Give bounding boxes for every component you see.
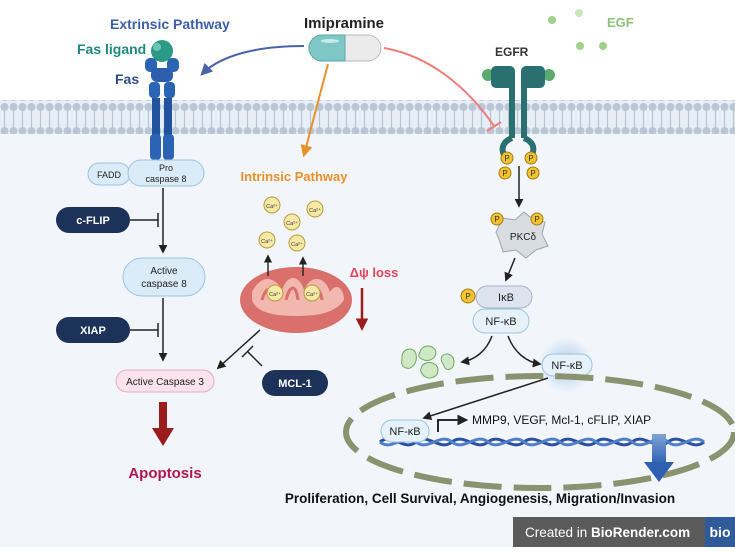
delta-psi-label: Δψ loss: [350, 265, 399, 280]
outcome-label: Proliferation, Cell Survival, Angiogenes…: [285, 491, 675, 506]
arrow-to-extrinsic: [200, 45, 305, 76]
pro-caspase8-box: [127, 159, 205, 187]
fas-receptor-icon: [145, 40, 179, 160]
svg-text:Ca²⁺: Ca²⁺: [309, 207, 321, 214]
cflip-box: [56, 207, 130, 233]
output-arrow: [644, 434, 674, 482]
svg-text:Ca²⁺: Ca²⁺: [291, 241, 303, 248]
nfkb-complex-box: [472, 308, 530, 334]
degraded-ikb-icon: [401, 345, 455, 379]
active-caspase3-box: [115, 369, 215, 393]
pro-caspase8-label-2: caspase 8: [145, 174, 186, 184]
ikb-phosphate: [460, 288, 476, 304]
intrinsic-pathway-title: Intrinsic Pathway: [241, 169, 349, 184]
free-nfkb-label: NF-κB: [551, 360, 582, 372]
egf-ligands: [548, 9, 607, 50]
pkc-phosphate-1: [490, 212, 504, 226]
arrow-mito-to-caspase3: [216, 329, 261, 370]
svg-text:Ca²⁺: Ca²⁺: [306, 291, 318, 298]
svg-text:Ca²⁺: Ca²⁺: [286, 220, 298, 227]
apoptosis-arrow: [152, 402, 174, 446]
arrow-to-intrinsic: [300, 63, 329, 158]
mcl1-label: MCL-1: [278, 378, 312, 390]
egf-label: EGF: [607, 15, 634, 30]
egfr-receptor-icon: [482, 66, 555, 160]
inhibit-egfr: [383, 47, 495, 127]
svg-text:P: P: [528, 154, 533, 163]
ikb-label: IκB: [498, 292, 514, 304]
imipramine-label: Imipramine: [304, 15, 384, 32]
active-caspase8-label-1: Active: [150, 266, 178, 277]
svg-text:Ca²⁺: Ca²⁺: [266, 203, 278, 210]
nucleus-envelope: [343, 373, 735, 491]
svg-text:P: P: [534, 215, 539, 224]
calcium-ions: Ca²⁺ Ca²⁺ Ca²⁺ Ca²⁺ Ca²⁺: [258, 196, 324, 252]
svg-text:Ca²⁺: Ca²⁺: [261, 238, 273, 245]
capsule-icon: [308, 34, 382, 62]
xiap-box: [56, 317, 130, 343]
mcl1-box: [262, 370, 328, 396]
pro-caspase8-label-1: Pro: [159, 163, 173, 173]
pkc-delta-label: PKCδ: [510, 232, 537, 243]
mcl1-inhibition: [247, 351, 263, 367]
arrow-to-free-nfkb: [507, 335, 542, 368]
active-caspase3-label: Active Caspase 3: [126, 377, 204, 388]
extrinsic-pathway-title: Extrinsic Pathway: [110, 16, 230, 32]
dna-helix-icon: [379, 437, 705, 447]
fas-label: Fas: [115, 71, 139, 87]
xiap-label: XIAP: [80, 325, 106, 337]
svg-text:P: P: [530, 169, 535, 178]
svg-text:Ca²⁺: Ca²⁺: [269, 291, 281, 298]
svg-text:P: P: [465, 292, 470, 301]
biorender-logo-icon: bio: [705, 517, 735, 547]
egfr-label: EGFR: [495, 45, 529, 59]
arrow-pkc-to-ikb: [504, 257, 516, 282]
cflip-label: c-FLIP: [76, 215, 110, 227]
nfkb-complex-label: NF-κB: [485, 316, 516, 328]
svg-text:P: P: [502, 169, 507, 178]
biorender-attribution[interactable]: Created in BioRender.com bio: [513, 517, 735, 547]
transcription-arrow: [437, 414, 469, 432]
active-caspase8-box: [122, 257, 206, 297]
apoptosis-label: Apoptosis: [128, 465, 201, 482]
svg-text:P: P: [494, 215, 499, 224]
cell-membrane: [0, 100, 735, 134]
pkc-phosphate-2: [530, 212, 544, 226]
nuclear-nfkb-box: [380, 419, 430, 443]
svg-text:P: P: [504, 154, 509, 163]
arrow-nfkb-to-nucleus: [422, 377, 549, 421]
arrow-to-degradation: [460, 335, 493, 366]
active-caspase8-label-2: caspase 8: [141, 279, 187, 290]
nuclear-nfkb-label: NF-κB: [389, 426, 420, 438]
ikb-box: [475, 285, 533, 309]
target-genes-label: MMP9, VEGF, Mcl-1, cFLIP, XIAP: [472, 413, 651, 427]
phosphate-groups: P P P P: [498, 151, 540, 180]
mitochondrion-icon: Ca²⁺ Ca²⁺: [240, 267, 352, 333]
fas-ligand-label: Fas ligand: [77, 41, 146, 57]
fadd-label: FADD: [97, 170, 122, 180]
attribution-text: Created in BioRender.com: [525, 524, 691, 540]
